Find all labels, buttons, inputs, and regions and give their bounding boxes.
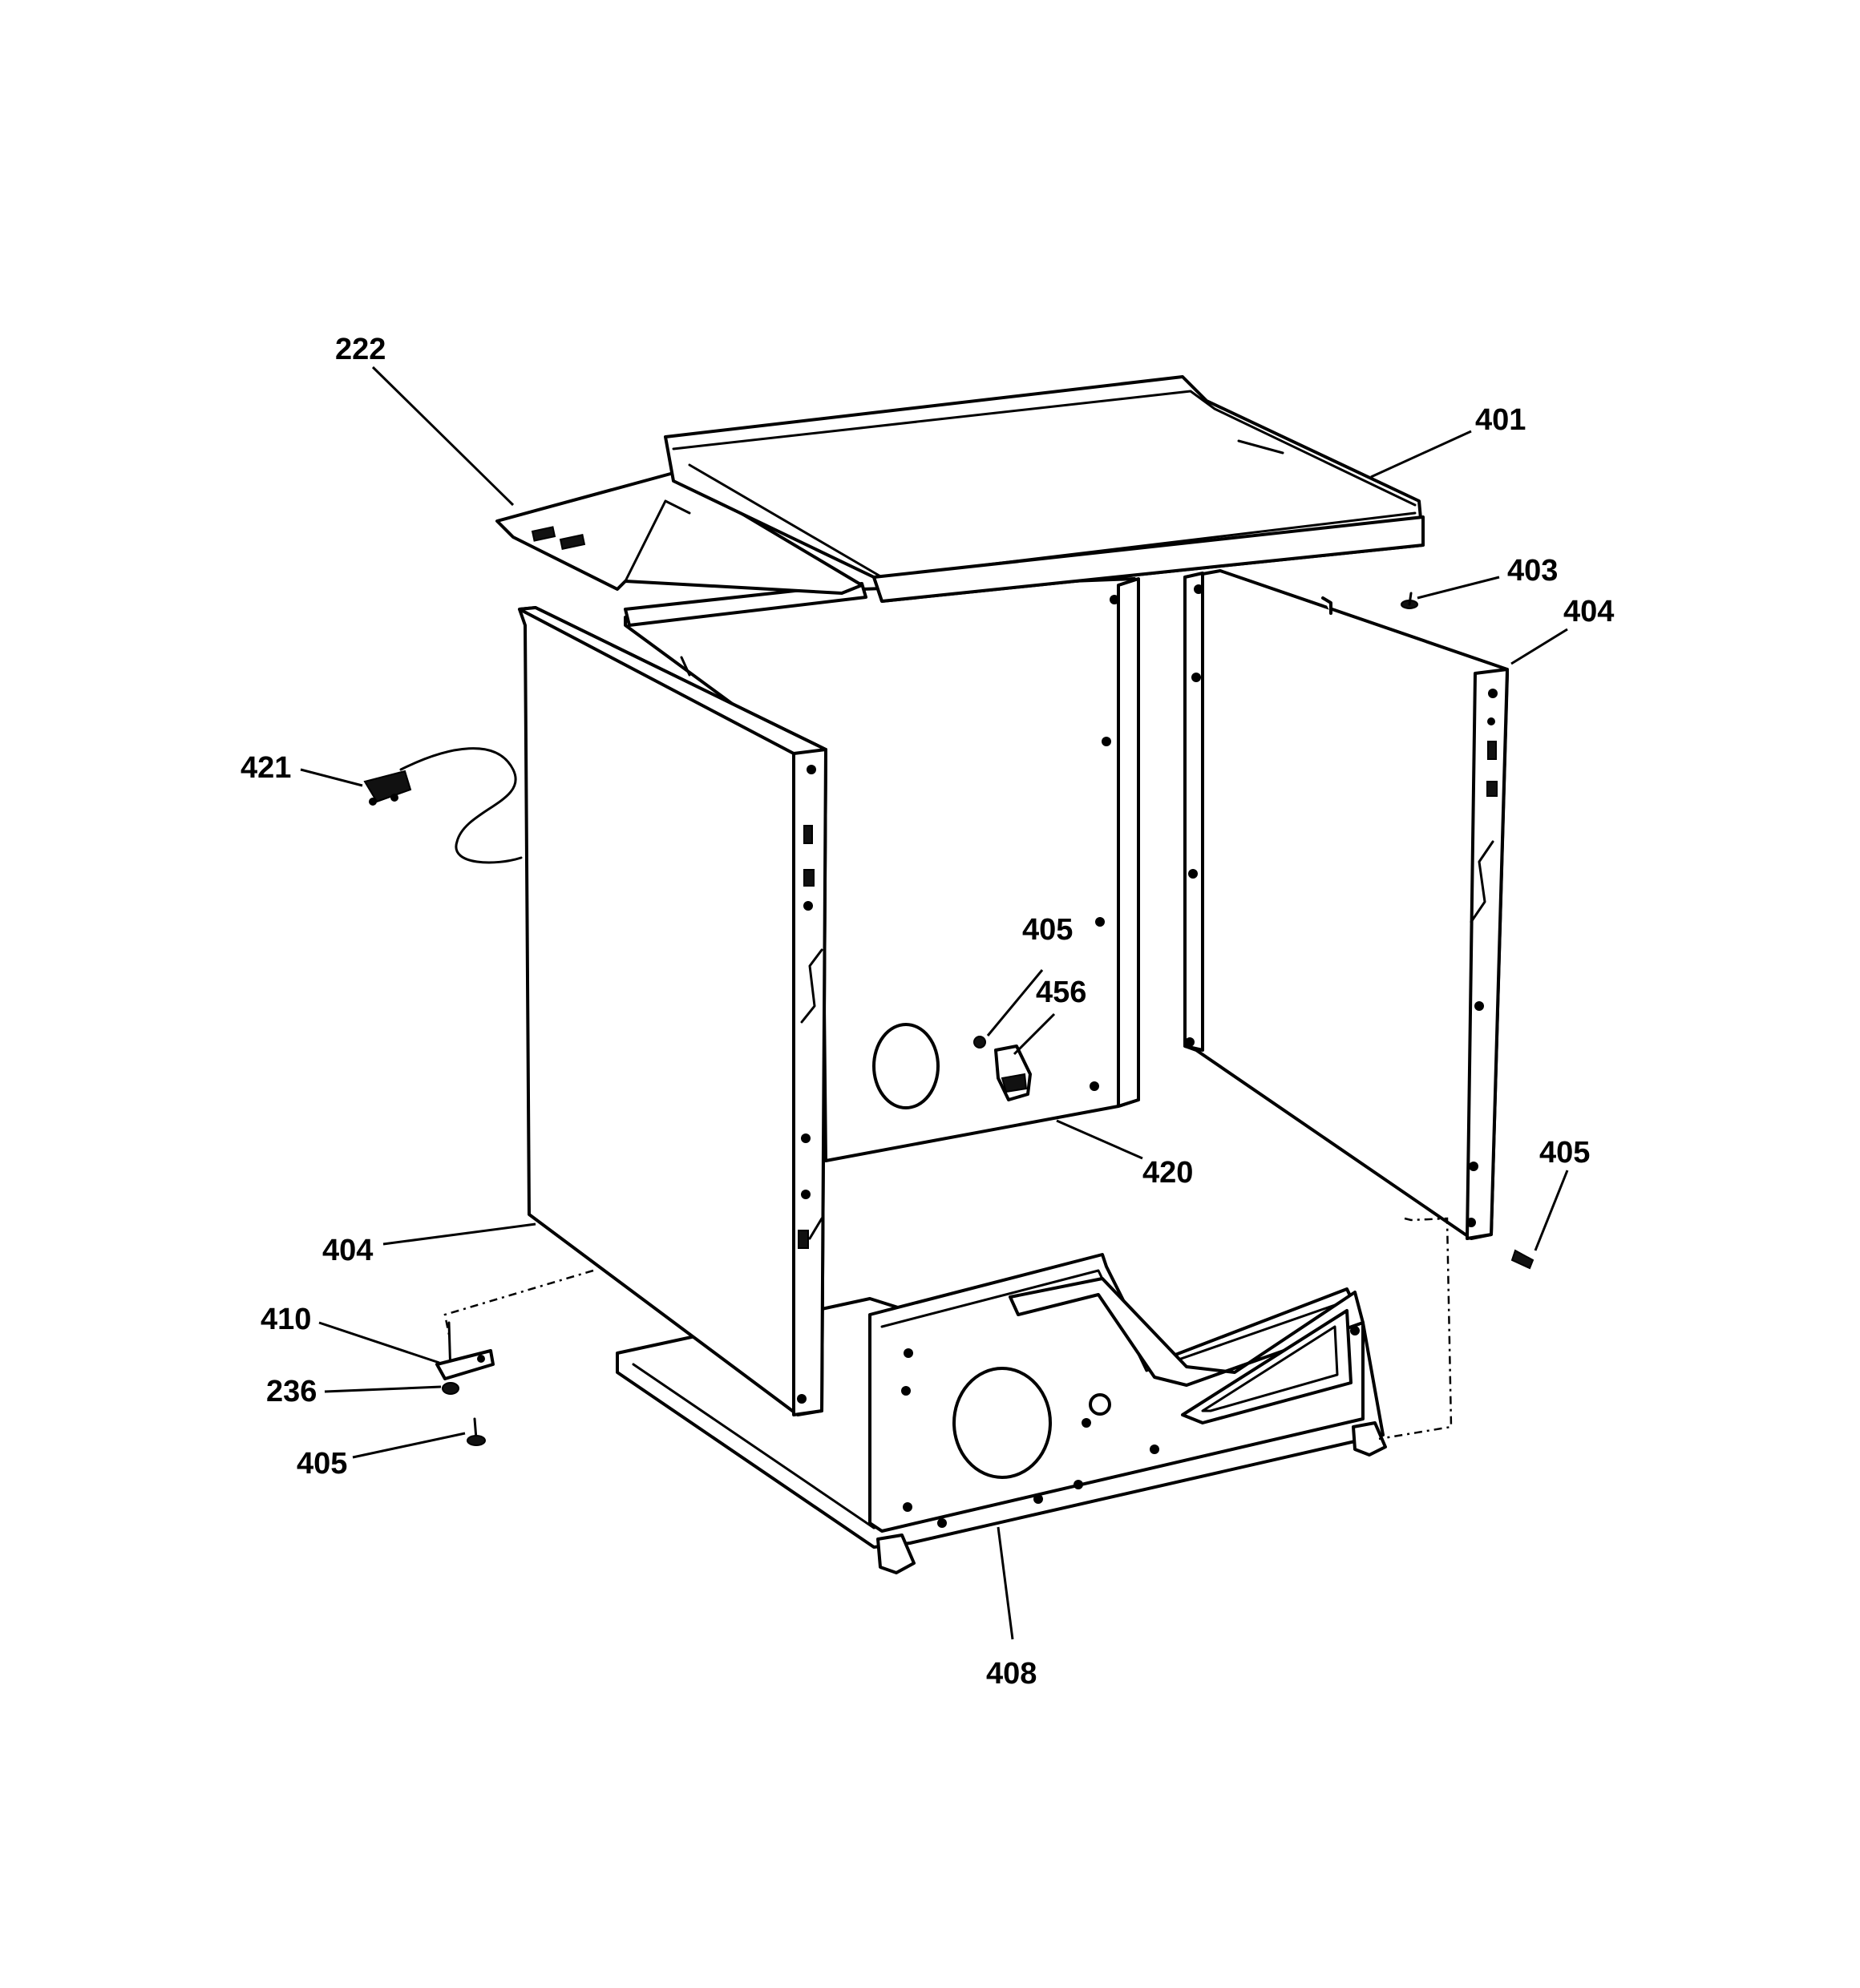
callout-410: 410 <box>261 1303 311 1336</box>
rear-panel <box>624 577 1140 1162</box>
assembly-guides <box>443 1217 1453 1440</box>
callout-408: 408 <box>986 1657 1037 1691</box>
callout-222: 222 <box>335 333 386 366</box>
callout-405-left: 405 <box>297 1447 347 1481</box>
callout-456: 456 <box>1036 976 1086 1009</box>
screw-leg <box>467 1417 486 1446</box>
callout-405-right: 405 <box>1539 1136 1590 1170</box>
side-panel-left <box>518 606 827 1416</box>
callout-421: 421 <box>241 751 291 785</box>
callout-401: 401 <box>1475 403 1526 437</box>
callout-403: 403 <box>1507 554 1558 588</box>
cord-clamp <box>994 1045 1032 1101</box>
callout-404-right: 404 <box>1563 595 1614 628</box>
callout-labels: 222 401 403 404 421 405 456 405 420 404 … <box>241 333 1614 1691</box>
power-cord <box>363 747 523 864</box>
screw-top <box>1401 592 1418 609</box>
screw-side <box>1510 1249 1534 1270</box>
callout-405-center: 405 <box>1022 913 1073 947</box>
callout-420: 420 <box>1142 1156 1193 1190</box>
foot-pad <box>442 1382 459 1395</box>
callout-404-left: 404 <box>322 1234 373 1267</box>
top-panel <box>664 375 1425 603</box>
leader-lines <box>300 366 1569 1640</box>
callout-236: 236 <box>266 1375 317 1408</box>
side-panel-right <box>1183 569 1509 1240</box>
leveling-leg <box>435 1321 495 1380</box>
